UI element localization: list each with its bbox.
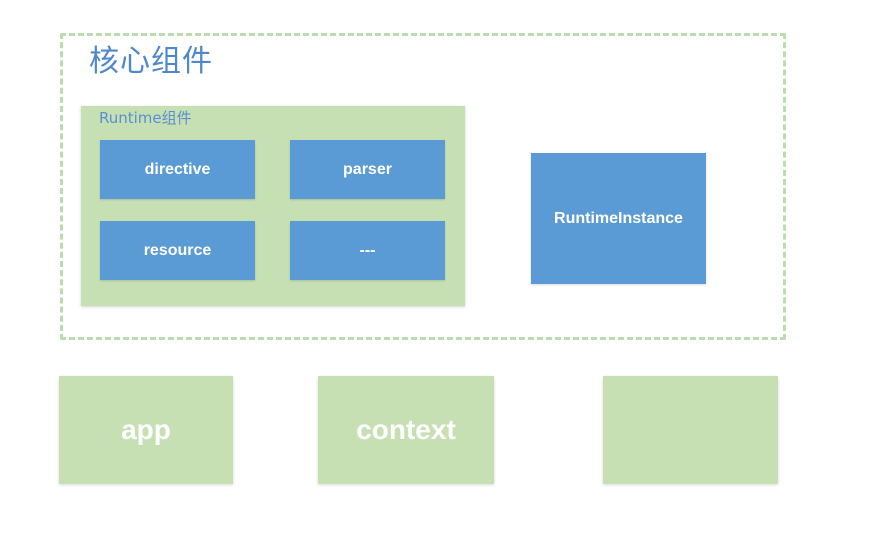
- ellipsis-box: ---: [290, 221, 445, 280]
- core-components-title: 核心组件: [89, 44, 213, 79]
- core-components-frame: [60, 33, 786, 340]
- empty-box: [603, 376, 778, 484]
- directive-box: directive: [100, 140, 255, 199]
- resource-box: resource: [100, 221, 255, 280]
- parser-box: parser: [290, 140, 445, 199]
- runtime-components-label: Runtime组件: [99, 109, 192, 127]
- runtime-components-group: Runtime组件 directive parser resource ---: [81, 106, 465, 306]
- runtime-instance-box: RuntimeInstance: [531, 153, 706, 284]
- context-box: context: [318, 376, 494, 484]
- app-box: app: [59, 376, 233, 484]
